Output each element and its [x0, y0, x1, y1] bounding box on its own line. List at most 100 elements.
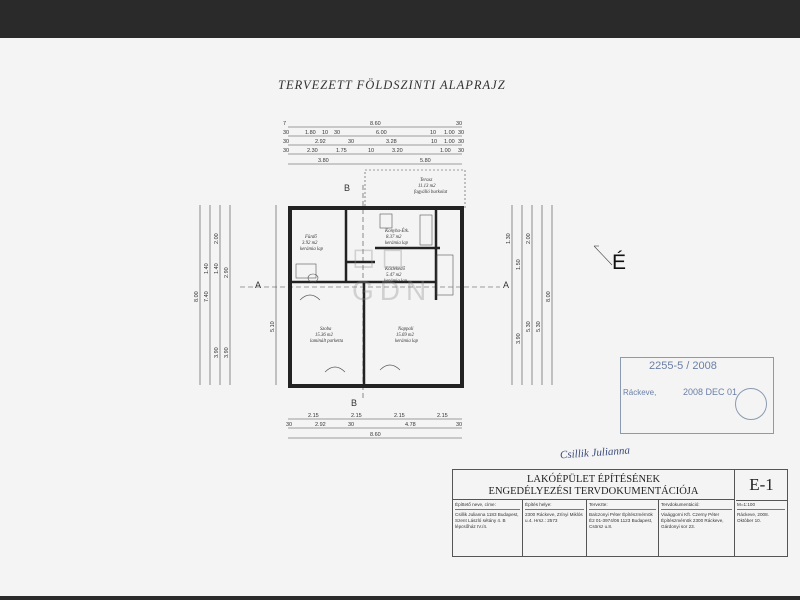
project-title-line2: ENGEDÉLYEZÉSI TERVDOKUMENTÁCIÓJA	[488, 486, 699, 497]
project-title: LAKÓÉPÜLET ÉPÍTÉSÉNEK ENGEDÉLYEZÉSI TERV…	[453, 470, 735, 500]
svg-text:kerámia lap: kerámia lap	[300, 247, 324, 252]
svg-text:Közlekedő: Közlekedő	[384, 267, 406, 272]
room-bathroom: Fürdő 3.92 m2 kerámia lap	[300, 235, 324, 252]
svg-text:laminált parketta: laminált parketta	[310, 339, 344, 344]
dim-text: 2.92	[315, 139, 326, 145]
dim-text: 1.80	[305, 130, 316, 136]
dim-text: 30	[456, 121, 462, 127]
svg-text:Szoba: Szoba	[320, 327, 332, 332]
dim-text: 8.00	[546, 291, 552, 302]
svg-text:kerámia lap: kerámia lap	[384, 279, 408, 284]
designer-cell: Tervezte: Balczonyi Péter Építészmérnök …	[587, 500, 659, 556]
approval-stamp: 2255-5 / 2008 Ráckeve, 2008 DEC 01	[620, 357, 774, 434]
client-cell: Építtető neve, címe: Csillik Julianna 11…	[453, 500, 523, 556]
dim-text: 3.20	[392, 148, 403, 154]
site-cell: Építés helye: 2300 Ráckeve, Zrínyi Mikló…	[523, 500, 587, 556]
room-kitchen: Konyha-Étk. 8.37 m2 kerámia lap	[384, 228, 409, 246]
title-block-info-row: Építtető neve, címe: Csillik Julianna 11…	[453, 500, 787, 556]
dim-text: 1.00	[444, 139, 455, 145]
documentation-cell: Tervdokumentáció: Viaággorni Kft. Czerny…	[659, 500, 735, 556]
dim-text: 30	[458, 130, 464, 136]
dim-text: 5.30	[536, 321, 542, 332]
svg-text:fagyálló burkolat: fagyálló burkolat	[414, 190, 448, 195]
dim-text: 2.90	[224, 267, 230, 278]
stamp-date: 2008 DEC 01	[683, 387, 738, 397]
dim-text: 7.40	[204, 291, 210, 302]
section-label-a-left: A	[255, 280, 261, 290]
dim-text: 30	[283, 148, 289, 154]
dim-text: 3.80	[318, 158, 329, 164]
dim-text: 30	[458, 148, 464, 154]
dim-text: 10	[368, 148, 374, 154]
dim-text: 2.30	[307, 148, 318, 154]
seal-icon	[735, 388, 767, 420]
dim-text: 1.40	[204, 263, 210, 274]
date-cell: M=1:100 Ráckeve, 2008. Október 10.	[735, 500, 787, 556]
dim-text: 3.90	[516, 333, 522, 344]
stamp-number: 2255-5 / 2008	[649, 360, 717, 372]
dim-text: 30	[286, 422, 292, 428]
dim-text: 2.00	[214, 233, 220, 244]
svg-text:8.37 m2: 8.37 m2	[386, 235, 402, 240]
dim-text: 5.80	[420, 158, 431, 164]
dim-text: 2.15	[351, 413, 362, 419]
dim-text: 2.15	[437, 413, 448, 419]
dim-text: 30	[283, 130, 289, 136]
svg-text:Fürdő: Fürdő	[304, 235, 317, 240]
svg-text:5.47 m2: 5.47 m2	[386, 273, 402, 278]
svg-text:Konyha-Étk.: Konyha-Étk.	[384, 228, 409, 234]
svg-text:Nappali: Nappali	[397, 327, 414, 332]
dim-text: 8.60	[370, 121, 381, 127]
dim-text: 8.00	[194, 291, 200, 302]
svg-text:kerámia lap: kerámia lap	[395, 339, 419, 344]
dim-text: 2.15	[308, 413, 319, 419]
room-bedroom: Szoba 15.36 m2 laminált parketta	[310, 327, 344, 344]
title-block: LAKÓÉPÜLET ÉPÍTÉSÉNEK ENGEDÉLYEZÉSI TERV…	[452, 469, 788, 557]
dim-text: 1.50	[516, 259, 522, 270]
dim-text: 8.60	[370, 432, 381, 438]
svg-text:15.36 m2: 15.36 m2	[315, 333, 333, 338]
dim-text: 2.15	[394, 413, 405, 419]
dim-text: 5.30	[526, 321, 532, 332]
section-label-a-right: A	[503, 280, 509, 290]
room-living-room: Nappali 15.69 m2 kerámia lap	[395, 327, 419, 344]
drawing-title: TERVEZETT FÖLDSZINTI ALAPRAJZ	[278, 78, 506, 92]
dim-text: 30	[334, 130, 340, 136]
dim-text: 30	[283, 139, 289, 145]
dim-text: 2.00	[526, 233, 532, 244]
dim-text: 5.10	[270, 321, 276, 332]
dim-text: 1.00	[440, 148, 451, 154]
svg-text:kerámia lap: kerámia lap	[385, 241, 409, 246]
section-label-b-bottom: B	[351, 398, 357, 408]
drawing-sheet	[0, 38, 800, 596]
project-title-line1: LAKÓÉPÜLET ÉPÍTÉSÉNEK	[526, 474, 661, 485]
dim-text: 1.30	[506, 233, 512, 244]
dim-text: 3.90	[224, 347, 230, 358]
north-arrow-label: É	[612, 251, 627, 274]
svg-text:11.13 m2: 11.13 m2	[418, 184, 436, 189]
dim-text: 30	[458, 139, 464, 145]
watermark: ◻◻GDN	[352, 241, 433, 306]
sheet-code: E-1	[736, 470, 787, 501]
dim-text: 30	[348, 422, 354, 428]
dim-text: 3.90	[214, 347, 220, 358]
svg-text:15.69 m2: 15.69 m2	[396, 333, 414, 338]
dim-text: 10	[322, 130, 328, 136]
dim-text: 10	[431, 139, 437, 145]
svg-text:Terasz: Terasz	[420, 178, 432, 183]
dim-text: 30	[348, 139, 354, 145]
dim-text: 1.00	[444, 130, 455, 136]
room-hallway: Közlekedő 5.47 m2 kerámia lap	[384, 267, 408, 284]
dim-text: 30	[456, 422, 462, 428]
dim-text: 1.75	[336, 148, 347, 154]
dim-text: 3.28	[386, 139, 397, 145]
dim-text: 2.92	[315, 422, 326, 428]
stamp-place: Ráckeve,	[623, 388, 657, 397]
section-label-b-top: B	[344, 183, 350, 193]
dim-text: 10	[430, 130, 436, 136]
dim-text: 4.78	[405, 422, 416, 428]
dim-text: 7	[283, 121, 286, 127]
dim-text: 1.40	[214, 263, 220, 274]
svg-text:3.92 m2: 3.92 m2	[302, 241, 318, 246]
